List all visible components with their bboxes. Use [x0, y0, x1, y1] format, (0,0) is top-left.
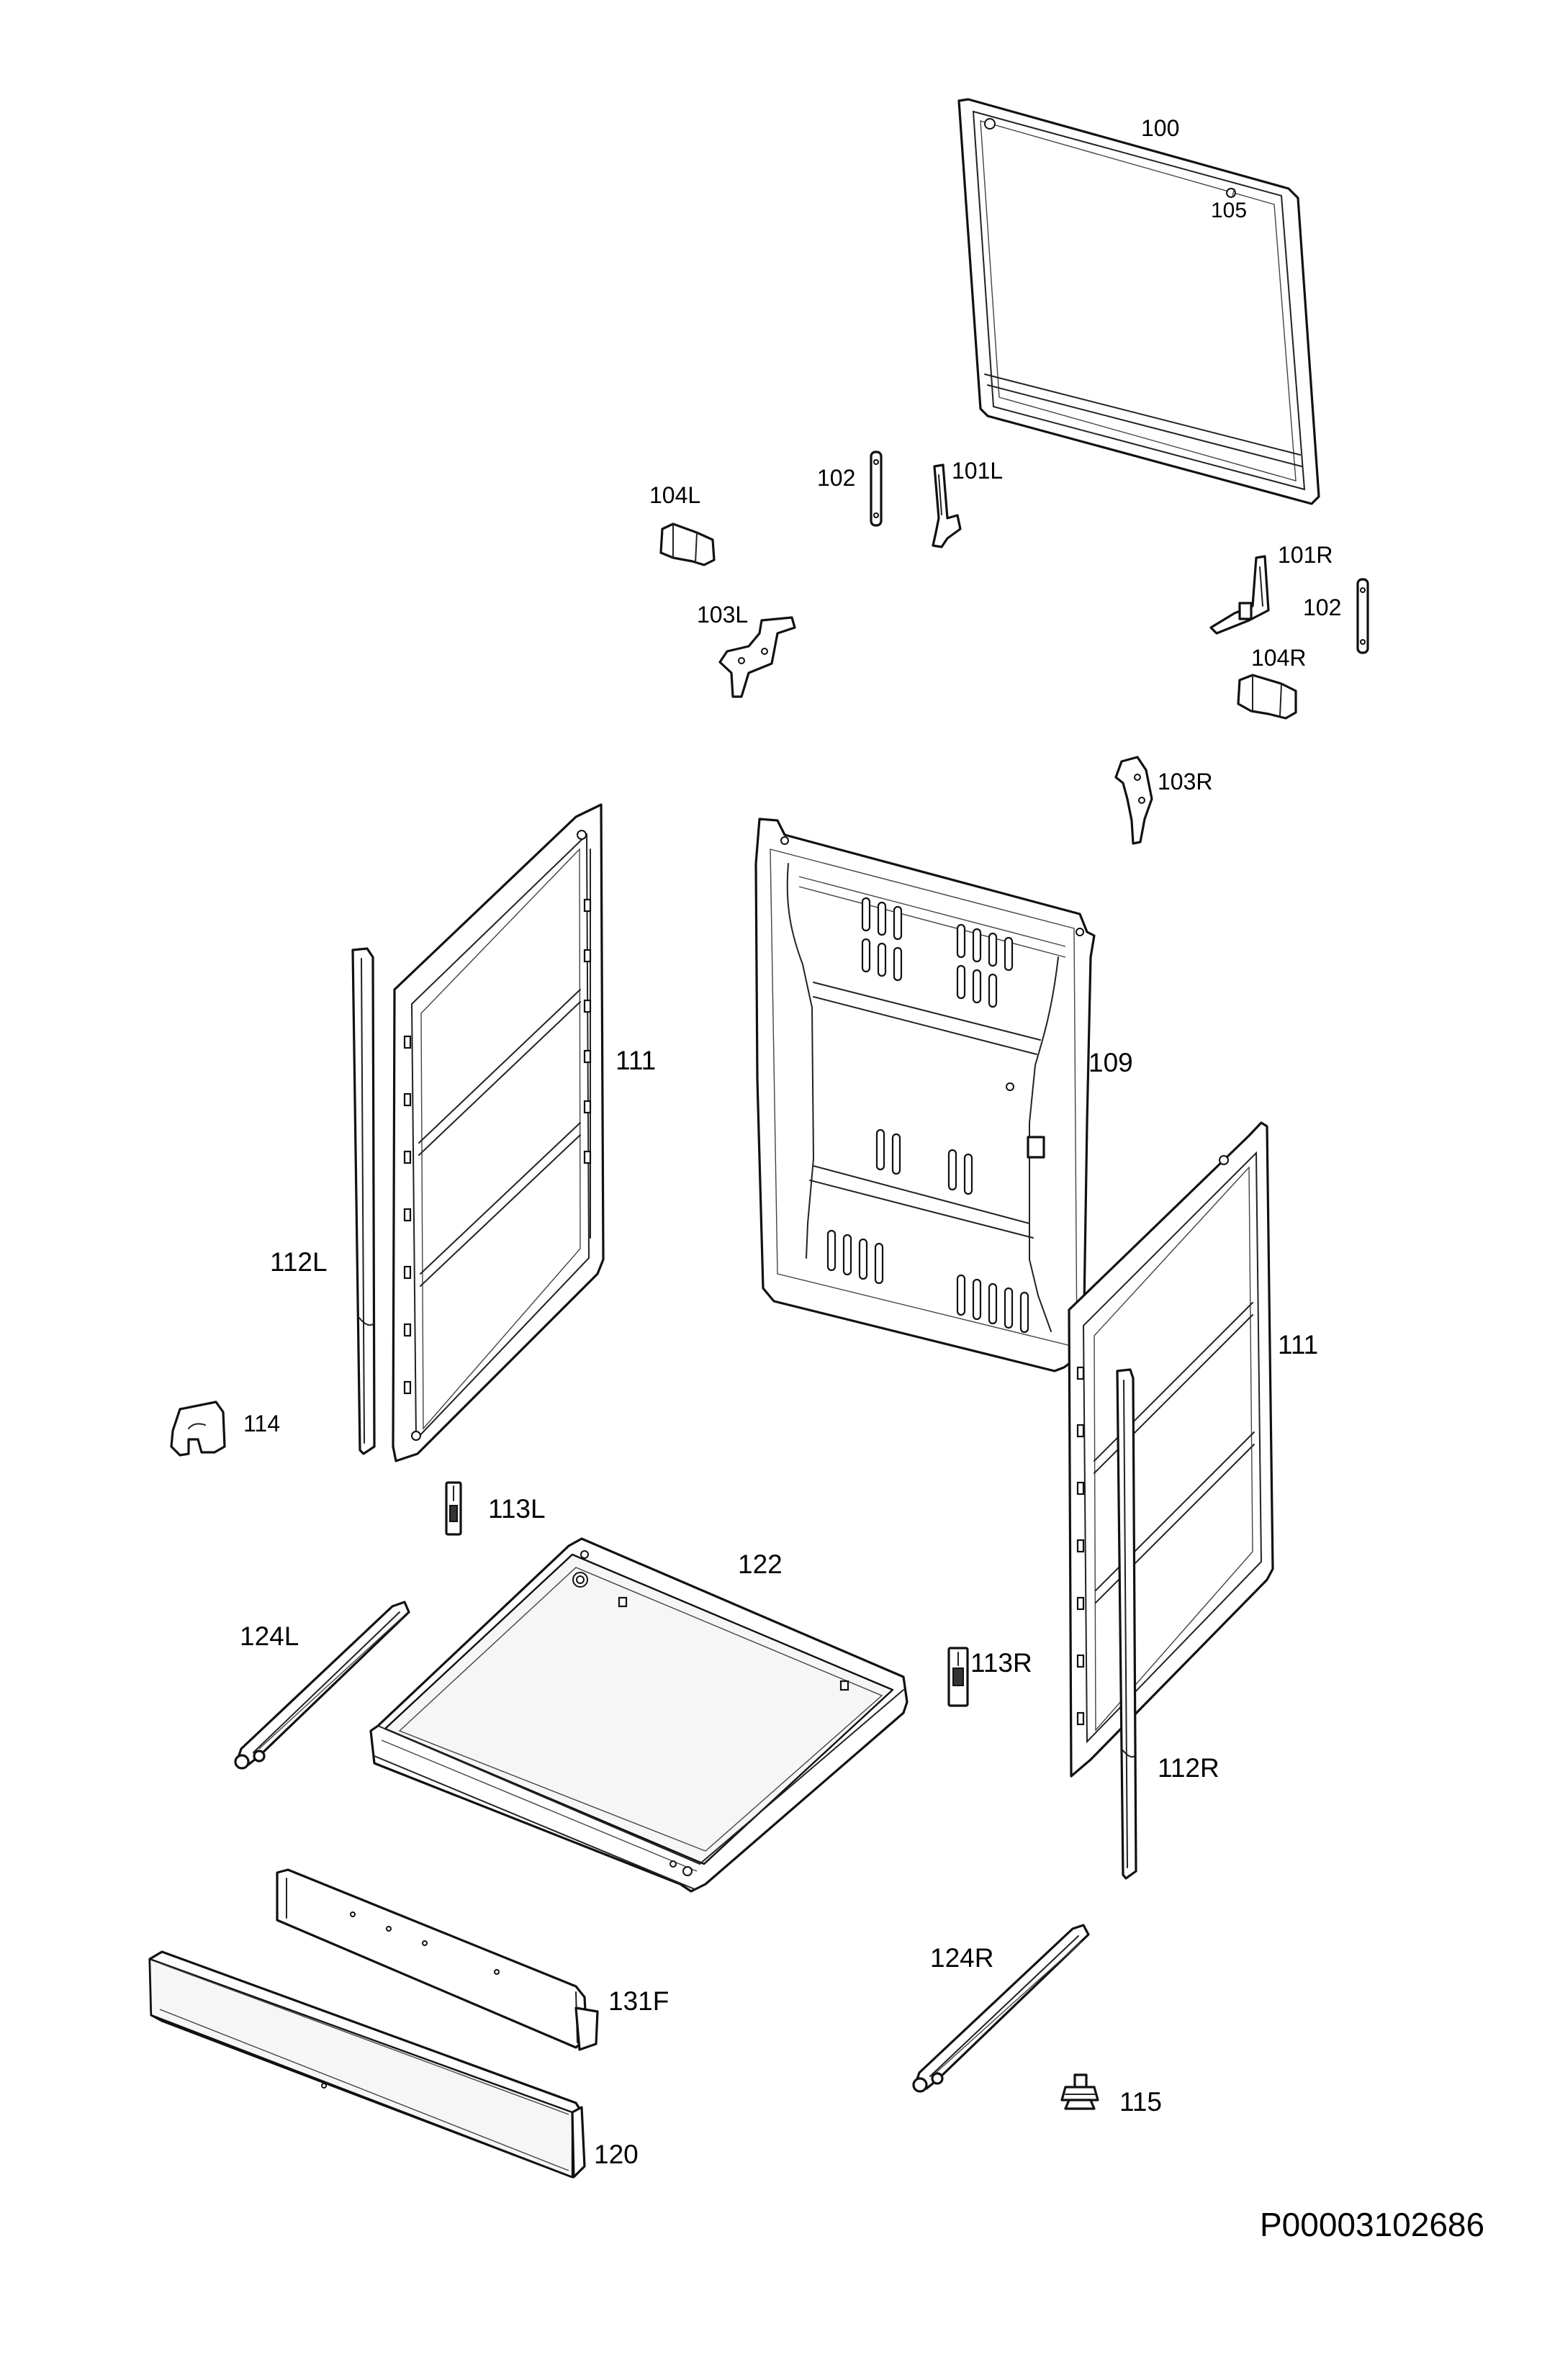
part-112L-strip: [351, 947, 376, 1455]
side-panel-left-holes: [403, 898, 592, 1395]
back-panel-vent-slots-middle: [875, 1128, 973, 1195]
callout-122: 122: [738, 1549, 783, 1579]
part-120-drawer-front: [148, 1950, 586, 2178]
callout-102-right: 102: [1303, 594, 1342, 620]
callout-109: 109: [1088, 1048, 1133, 1077]
callout-105: 105: [1211, 199, 1248, 222]
part-101R-hinge: [1209, 555, 1270, 635]
part-102-pin-right: [1356, 578, 1369, 654]
back-panel-vent-slots-lower: [826, 1229, 1029, 1334]
part-124R-runner: [912, 1924, 1090, 2093]
part-100-lid: [957, 98, 1320, 505]
part-124L-runner: [234, 1601, 410, 1770]
part-104R-block: [1237, 674, 1297, 720]
part-113L-connector: [445, 1481, 462, 1536]
callout-120: 120: [594, 2140, 639, 2169]
callout-131F: 131F: [608, 1986, 669, 2016]
part-104L-block: [659, 522, 716, 566]
callout-124R: 124R: [930, 1943, 994, 1973]
part-111-side-panel-left: [392, 803, 605, 1462]
callout-104R: 104R: [1251, 645, 1307, 671]
callout-111-right: 111: [1278, 1330, 1319, 1359]
part-115-foot: [1060, 2073, 1099, 2110]
part-111-side-panel-right: [1068, 1121, 1274, 1778]
part-113R-connector: [947, 1647, 969, 1707]
callout-111-left: 111: [616, 1046, 657, 1075]
callout-112R: 112R: [1158, 1753, 1219, 1783]
part-102-pin-left: [870, 451, 883, 527]
callout-115: 115: [1119, 2087, 1162, 2117]
callout-102-left: 102: [817, 465, 856, 491]
callout-103R: 103R: [1158, 769, 1213, 795]
part-103L-bracket: [718, 616, 796, 698]
part-112R-strip: [1116, 1368, 1137, 1880]
callout-114: 114: [243, 1411, 281, 1436]
callout-112L: 112L: [270, 1247, 328, 1277]
part-103R-bracket: [1114, 756, 1153, 845]
back-panel-vent-slots-upper: [861, 897, 1014, 1008]
part-101L-hinge: [932, 463, 962, 548]
callout-124L: 124L: [240, 1621, 299, 1651]
leader-lines: [1232, 188, 1235, 196]
callout-113R: 113R: [970, 1648, 1032, 1678]
side-panel-right-holes: [1076, 1366, 1085, 1726]
diagram-id-code: P00003102686: [1260, 2206, 1485, 2243]
part-131F-plate: [276, 1868, 599, 2051]
callout-100: 100: [1141, 115, 1180, 141]
part-122-drawer-tray: [369, 1537, 909, 1893]
callout-103L: 103L: [697, 602, 749, 628]
callout-104L: 104L: [649, 482, 701, 508]
callout-101L: 101L: [952, 458, 1004, 484]
callout-101R: 101R: [1278, 542, 1333, 568]
part-109-back-panel: [754, 818, 1096, 1372]
callout-113L: 113L: [488, 1494, 546, 1524]
part-114-clip: [170, 1401, 226, 1457]
